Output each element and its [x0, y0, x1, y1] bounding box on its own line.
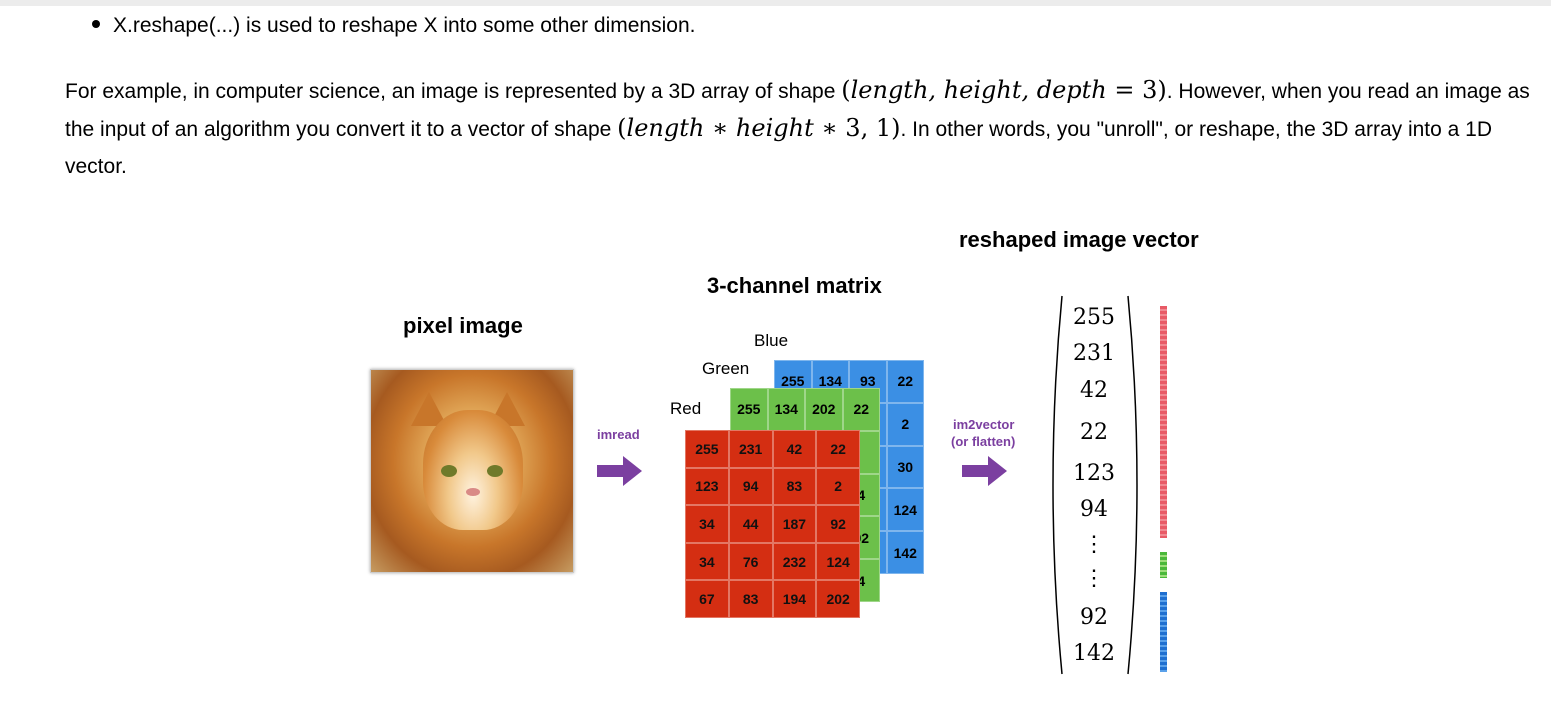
math-shape-3d: length, height, depth — [850, 76, 1107, 104]
math-length: length — [626, 114, 705, 142]
red-matrix-cell: 22 — [816, 430, 860, 468]
matrix-title: 3-channel matrix — [707, 273, 882, 298]
vector-value: 255 — [1073, 305, 1115, 330]
math-shape-3d-open: ( — [841, 76, 851, 104]
green-channel-label: Green — [702, 359, 750, 378]
vector-parentheses — [1052, 295, 1138, 675]
red-matrix-cell: 34 — [685, 505, 729, 543]
explanation-paragraph: For example, in computer science, an ima… — [65, 72, 1535, 185]
red-matrix-cell: 232 — [772, 542, 817, 581]
red-matrix-cell: 123 — [685, 467, 729, 506]
pixel-image-label: pixel image — [403, 313, 523, 338]
vector-value: 123 — [1073, 461, 1115, 486]
blue-matrix-cell: 22 — [886, 360, 924, 403]
paragraph-text-3: . In other words, you "unroll", or resha… — [65, 118, 1493, 178]
math-shape-vec-open: ( — [617, 114, 627, 142]
red-matrix-cell: 42 — [772, 430, 817, 468]
im2vector-arrow-icon — [962, 456, 1007, 486]
vector-value: 92 — [1080, 605, 1108, 630]
green-matrix-cell: 202 — [805, 388, 843, 431]
red-matrix-cell: 76 — [728, 542, 773, 581]
vector-value: ⋮ — [1083, 566, 1105, 591]
bullet-text: X.reshape(...) is used to reshape X into… — [113, 14, 696, 37]
green-matrix-cell: 22 — [842, 388, 880, 431]
red-matrix-cell: 231 — [728, 430, 773, 468]
cat-eye-left — [441, 465, 457, 477]
blue-channel-label: Blue — [754, 331, 789, 350]
blue-matrix-cell: 124 — [886, 488, 924, 532]
green-values-strip — [1160, 552, 1167, 578]
blue-matrix-cell: 2 — [886, 402, 924, 446]
vector-value: 142 — [1073, 641, 1115, 666]
cat-image — [370, 369, 574, 573]
bullet-dot-icon — [92, 20, 100, 29]
red-channel-label: Red — [670, 399, 702, 418]
imread-arrow-icon — [597, 456, 642, 486]
flatten-label: (or flatten) — [951, 434, 1016, 449]
blue-matrix-cell: 142 — [886, 531, 924, 574]
vector-value: 94 — [1080, 497, 1108, 522]
red-matrix-cell: 202 — [816, 580, 860, 618]
red-matrix-cell: 34 — [685, 542, 729, 581]
green-matrix-cell: 255 — [730, 388, 768, 431]
math-shape-3d-close: = 3) — [1106, 76, 1167, 104]
paragraph-text-1: For example, in computer science, an ima… — [65, 80, 842, 103]
bullet-item: X.reshape(...) is used to reshape X into… — [92, 14, 695, 38]
vector-value: 231 — [1073, 341, 1115, 366]
red-matrix-cell: 194 — [772, 580, 817, 618]
red-matrix-cell: 187 — [772, 505, 817, 543]
vector-title: reshaped image vector — [959, 227, 1199, 252]
red-values-strip — [1160, 306, 1167, 538]
blue-values-strip — [1160, 592, 1167, 672]
imread-label: imread — [597, 427, 640, 442]
red-matrix-cell: 67 — [685, 580, 729, 618]
red-matrix-cell: 255 — [685, 430, 729, 468]
red-matrix-cell: 124 — [816, 542, 860, 581]
im2vector-label: im2vector — [953, 417, 1015, 432]
vector-value: 42 — [1080, 378, 1108, 403]
red-matrix-cell: 83 — [728, 580, 773, 618]
vector-value: 22 — [1080, 420, 1108, 445]
red-matrix-cell: 44 — [728, 505, 773, 543]
top-divider — [0, 0, 1551, 6]
math-times-1: ∗ — [704, 114, 736, 142]
red-matrix-cell: 92 — [816, 505, 860, 543]
red-matrix-cell: 83 — [772, 467, 817, 506]
math-shape-vec-close: ∗ 3, 1) — [813, 114, 901, 142]
green-matrix-cell: 134 — [767, 388, 805, 431]
red-matrix-cell: 94 — [728, 467, 773, 506]
vector-value: ⋮ — [1083, 532, 1105, 557]
cat-nose — [466, 488, 480, 496]
math-height: height — [735, 114, 814, 142]
blue-matrix-cell: 30 — [886, 445, 924, 489]
paragraph-text-2: . However, when you read an image as the… — [65, 80, 1530, 141]
cat-face — [423, 410, 523, 530]
cat-eye-right — [487, 465, 503, 477]
red-matrix-cell: 2 — [816, 467, 860, 506]
